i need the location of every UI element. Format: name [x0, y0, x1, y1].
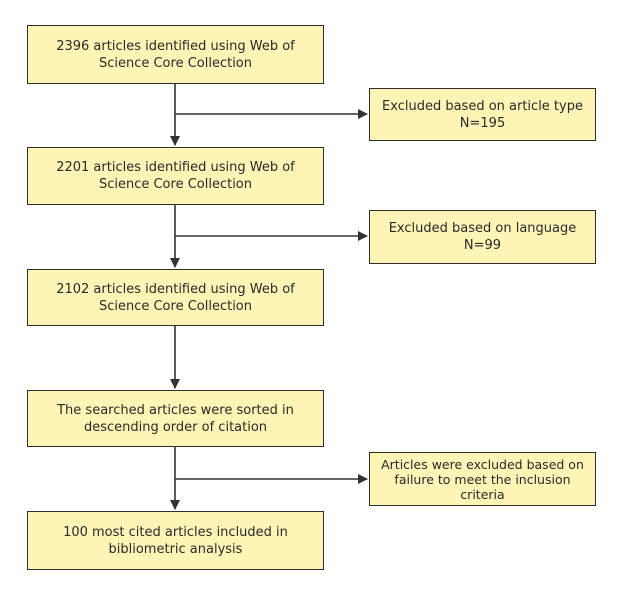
exclusion-box-1: Excluded based on article type N=195 [369, 88, 596, 141]
step-box-3: 2102 articles identified using Web of Sc… [27, 269, 324, 326]
step-box-2-text: 2201 articles identified using Web of Sc… [56, 160, 295, 192]
exclusion-box-2-text: Excluded based on language N=99 [388, 221, 577, 253]
exclusion-box-3: Articles were excluded based on failure … [369, 452, 596, 506]
step-box-4-text: The searched articles were sorted in des… [57, 402, 294, 435]
step-box-2: 2201 articles identified using Web of Sc… [27, 147, 324, 205]
exclusion-box-3-text: Articles were excluded based on failure … [381, 456, 584, 502]
step-box-1-text: 2396 articles identified using Web of Sc… [56, 38, 295, 71]
step-box-4: The searched articles were sorted in des… [27, 390, 324, 447]
exclusion-box-2: Excluded based on language N=99 [369, 210, 596, 264]
exclusion-box-1-text: Excluded based on article type N=195 [382, 98, 583, 131]
step-box-5: 100 most cited articles included in bibl… [27, 511, 324, 570]
step-box-3-text: 2102 articles identified using Web of Sc… [56, 281, 295, 314]
step-box-1: 2396 articles identified using Web of Sc… [27, 25, 324, 84]
step-box-5-text: 100 most cited articles included in bibl… [63, 524, 288, 557]
